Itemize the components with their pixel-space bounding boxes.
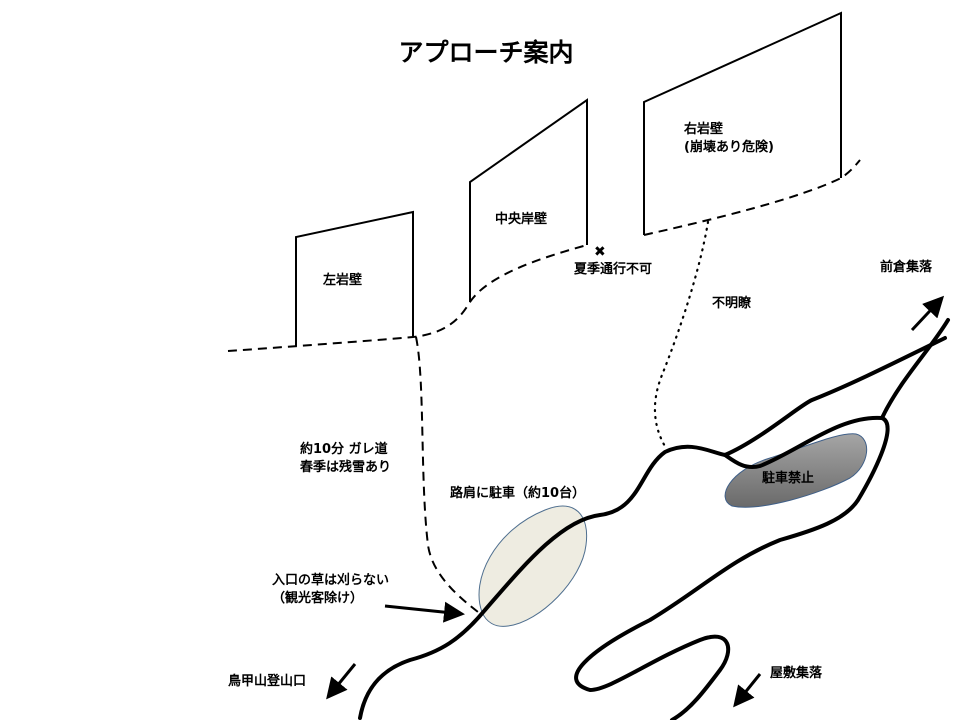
closed-mark-icon: ✖ [594,244,606,260]
road [358,318,950,720]
left-wall [295,210,414,346]
shoulder-parking-label: 路肩に駐車（約10台） [450,486,586,501]
left-wall-label: 左岩壁 [323,273,363,288]
right-wall-note: (崩壊あり危険) [684,140,774,155]
center-wall [469,98,588,302]
entrance-label-line2: （観光客除け） [272,591,364,606]
yashiki-label: 屋敷集落 [770,666,823,681]
maekura-label: 前倉集落 [880,260,933,275]
unclear-label: 不明瞭 [712,296,752,311]
right-wall [643,11,842,235]
no-parking-area [724,433,868,508]
maekura-arrow [910,295,945,332]
page-title: アプローチ案内 [398,38,574,67]
entrance-arrow [384,601,465,623]
trailhead-label: 鳥甲山登山口 [228,674,307,689]
trailhead-arrow [326,663,357,700]
shoulder-parking-area [478,505,588,627]
gully-label-line2: 春季は残雪あり [300,460,392,475]
unclear-trail-dotted [653,220,710,450]
no-parking-label: 駐車禁止 [762,471,815,486]
gully-trail-dashed [415,336,479,613]
yashiki-arrow [733,673,762,708]
right-trail-dashed [643,159,861,236]
entrance-label-line1: 入口の草は刈らない [272,573,390,588]
center-wall-label: 中央岸壁 [495,212,548,227]
base-trail-dashed [227,244,588,352]
gully-label-line1: 約10分 ガレ道 [300,442,388,457]
summer-closed-label: 夏季通行不可 [574,262,653,277]
right-wall-label: 右岩壁 [684,122,724,137]
